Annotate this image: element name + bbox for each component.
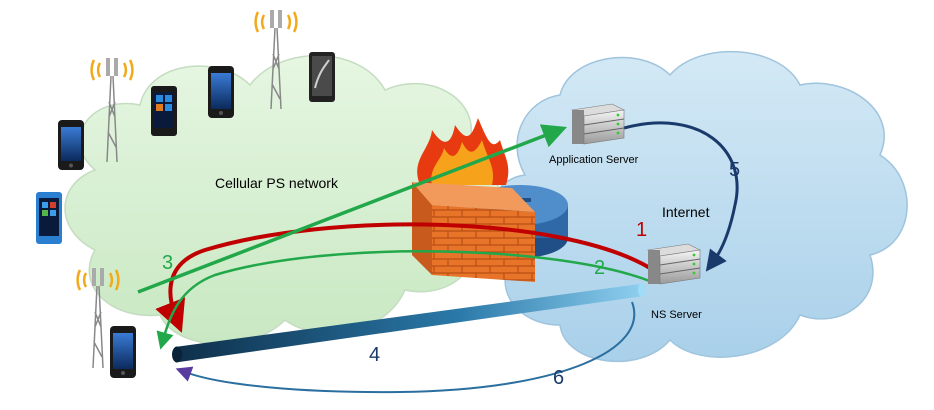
smartphone-icon [36,192,62,244]
step-6-label: 6 [553,367,564,389]
smartphone-icon [208,66,234,118]
step-2-arrow [156,250,653,350]
cell-tower-icon [76,268,120,369]
step-6-arrow [175,301,636,394]
internet-label: Internet [662,204,710,220]
step-5-label: 5 [729,159,740,181]
step-1-label: 1 [636,219,647,241]
smartphone-icon [309,52,335,102]
ns-server-icon [647,243,701,285]
ns-server-label: NS Server [651,309,702,321]
application-server-label: Application Server [549,154,639,166]
step-4-label: 4 [369,344,380,366]
smartphone-icon [151,86,177,136]
step-3-label: 3 [162,252,173,274]
step-3-arrow [137,124,568,294]
smartphone-icon [110,326,136,378]
step-2-label: 2 [594,257,605,279]
step-5-arrow [623,121,739,272]
cell-tower-icon [90,58,134,163]
application-server-icon [571,103,625,145]
smartphone-icon [58,120,84,170]
cell-tower-icon [254,10,298,110]
cellular-network-label: Cellular PS network [215,175,339,191]
step-4-tunnel [172,283,646,363]
